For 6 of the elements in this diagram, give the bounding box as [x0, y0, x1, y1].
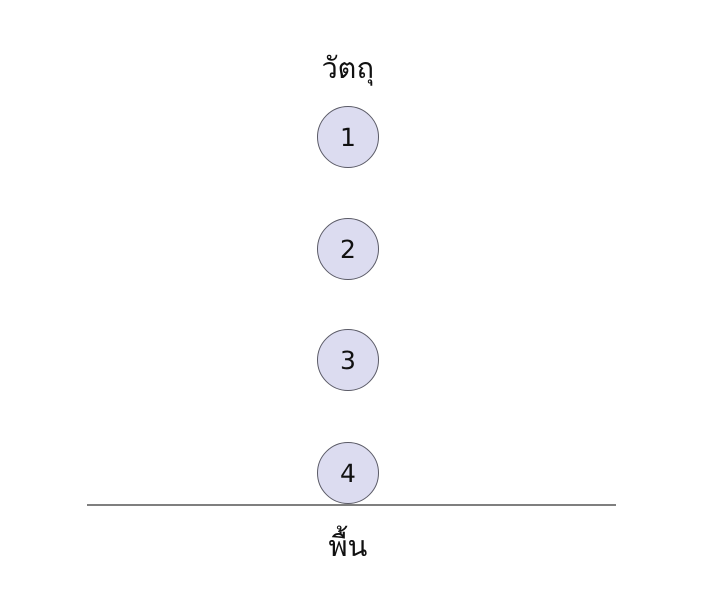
ground-label: พื้น — [328, 528, 368, 566]
numbered-circle: 1 — [317, 106, 379, 168]
numbered-circle: 4 — [317, 442, 379, 504]
numbered-circle: 2 — [317, 218, 379, 280]
object-label: วัตถุ — [322, 50, 374, 88]
numbered-circle: 3 — [317, 329, 379, 391]
